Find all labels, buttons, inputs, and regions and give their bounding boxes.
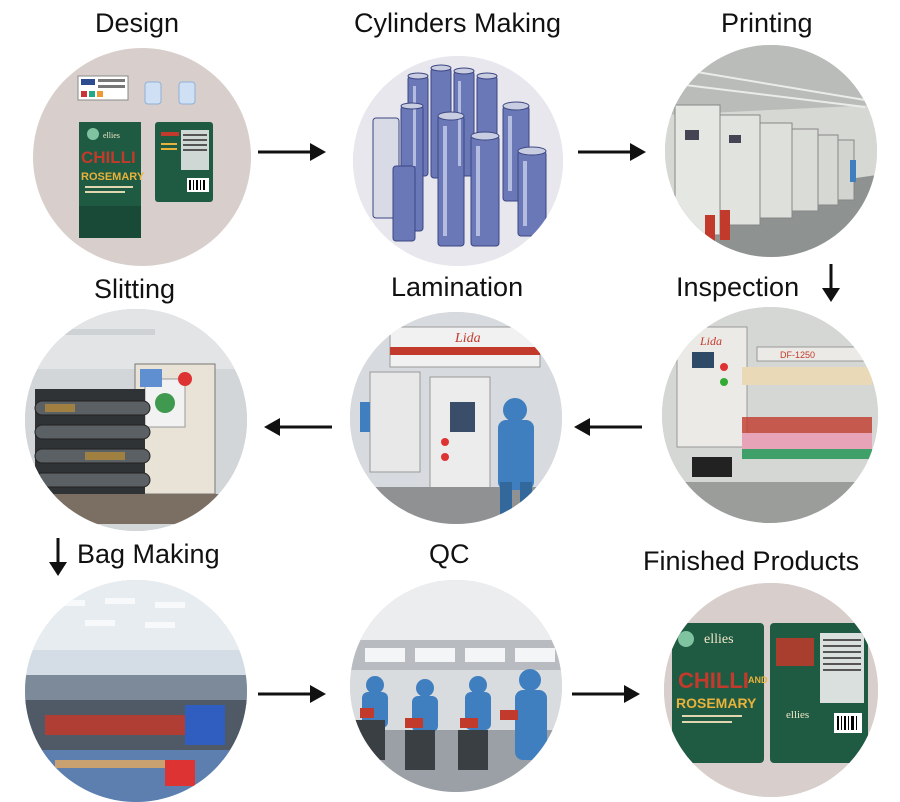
arrow-qc-to-finished-products [572,682,642,711]
design-rosemary-text: ROSEMARY [81,171,145,183]
step-label-slitting: Slitting [94,274,176,304]
printing-photo [665,45,877,257]
step-label-cylinders-making: Cylinders Making [354,8,562,38]
inspection-machine-brand: Lida [699,334,722,348]
arrow-bag-making-to-qc [258,682,328,711]
arrow-inspection-to-lamination [572,415,642,444]
qc-photo [350,580,562,792]
slitting-photo [25,309,247,531]
product-and-text: AND [748,675,768,685]
step-label-inspection: Inspection [676,272,800,302]
step-label-printing: Printing [721,8,813,38]
lamination-machine-brand: Lida [454,331,481,346]
inspection-photo: Lida DF-1250 [662,307,878,523]
step-label-qc: QC [429,539,470,569]
arrow-slitting-to-bag-making [46,536,70,583]
arrow-design-to-cylinders [258,140,328,169]
product-back-brand-text: ellies [786,709,809,721]
product-chilli-text: CHILLI [678,668,749,693]
step-label-lamination: Lamination [391,272,524,302]
inspection-machine-model: DF-1250 [780,350,815,360]
design-brand-text: ellies [103,131,120,140]
cylinders-photo [353,56,563,266]
arrow-lamination-to-slitting [262,415,332,444]
finished-products-photo: ellies CHILLI ROSEMARY AND ellies [664,583,878,797]
product-brand-text: ellies [704,632,734,647]
design-chilli-text: CHILLI [81,148,136,167]
step-label-bag-making: Bag Making [77,539,220,569]
arrow-cylinders-to-printing [578,140,648,169]
step-label-finished-products: Finished Products [643,546,860,576]
lamination-photo: Lida [350,312,562,524]
product-rosemary-text: ROSEMARY [676,695,757,711]
arrow-printing-to-inspection [819,262,843,309]
step-label-design: Design [95,8,180,38]
bag-making-photo [25,580,247,802]
design-photo: ellies CHILLI ROSEMARY [33,48,251,266]
